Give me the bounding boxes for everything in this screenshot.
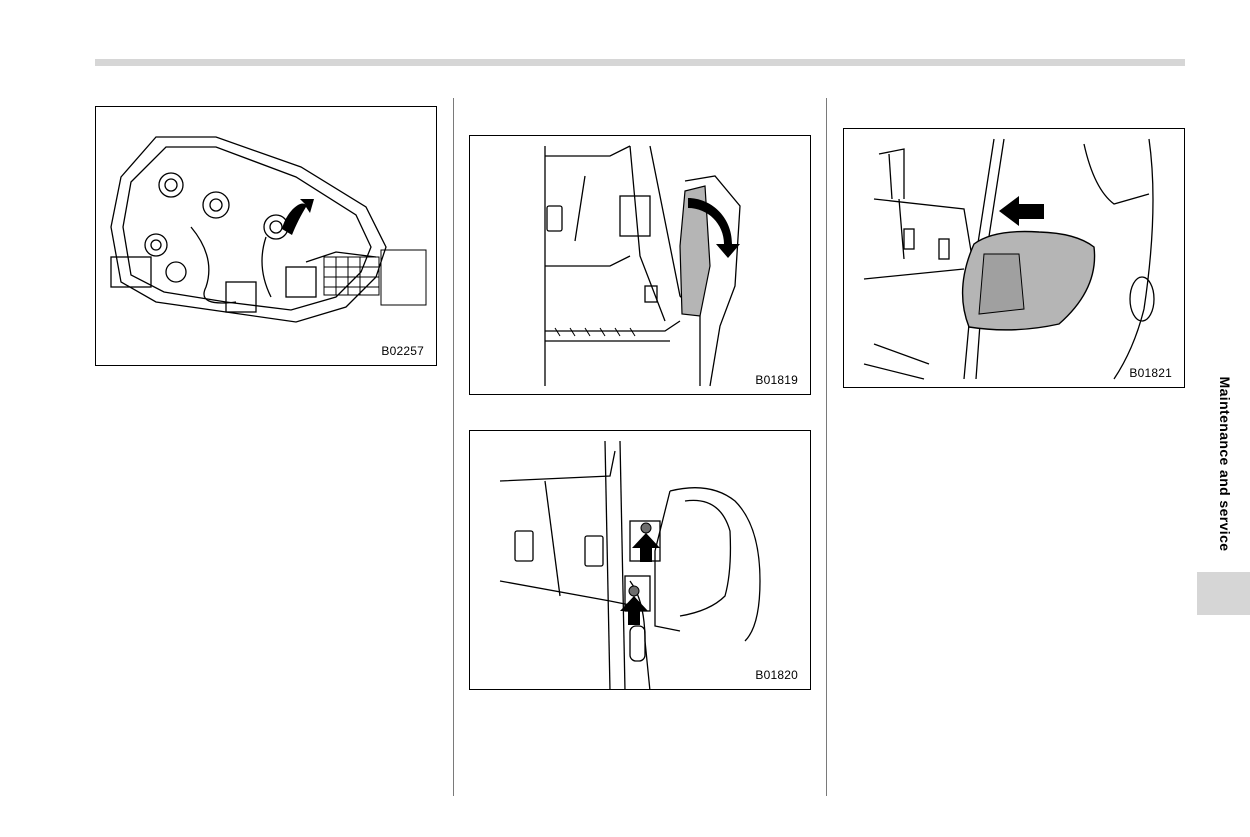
figure-code: B02257 bbox=[381, 344, 424, 358]
header-rule bbox=[95, 59, 1185, 66]
up-arrow-icon bbox=[632, 533, 660, 562]
figure-code: B01821 bbox=[1129, 366, 1172, 380]
figure-code: B01820 bbox=[755, 668, 798, 682]
up-arrow-icon bbox=[620, 596, 648, 625]
mounting-bolts-illustration bbox=[499, 440, 761, 689]
taillight-removal-illustration bbox=[863, 138, 1155, 380]
figure-code: B01819 bbox=[755, 373, 798, 387]
section-tab-label: Maintenance and service bbox=[1217, 376, 1233, 552]
column-divider-left bbox=[453, 98, 454, 796]
figure-mounting-bolts: B01820 bbox=[469, 430, 811, 690]
headlight-illustration bbox=[110, 136, 427, 323]
figure-headlight-assembly: B02257 bbox=[95, 106, 437, 366]
figure-taillight-removal: B01821 bbox=[843, 128, 1185, 388]
rotate-arrow-icon bbox=[282, 199, 314, 235]
pull-arrow-icon bbox=[688, 198, 740, 258]
cargo-trim-illustration bbox=[544, 145, 741, 387]
section-tab-marker bbox=[1197, 572, 1250, 615]
left-arrow-icon bbox=[999, 196, 1044, 226]
figure-cargo-trim: B01819 bbox=[469, 135, 811, 395]
column-divider-right bbox=[826, 98, 827, 796]
